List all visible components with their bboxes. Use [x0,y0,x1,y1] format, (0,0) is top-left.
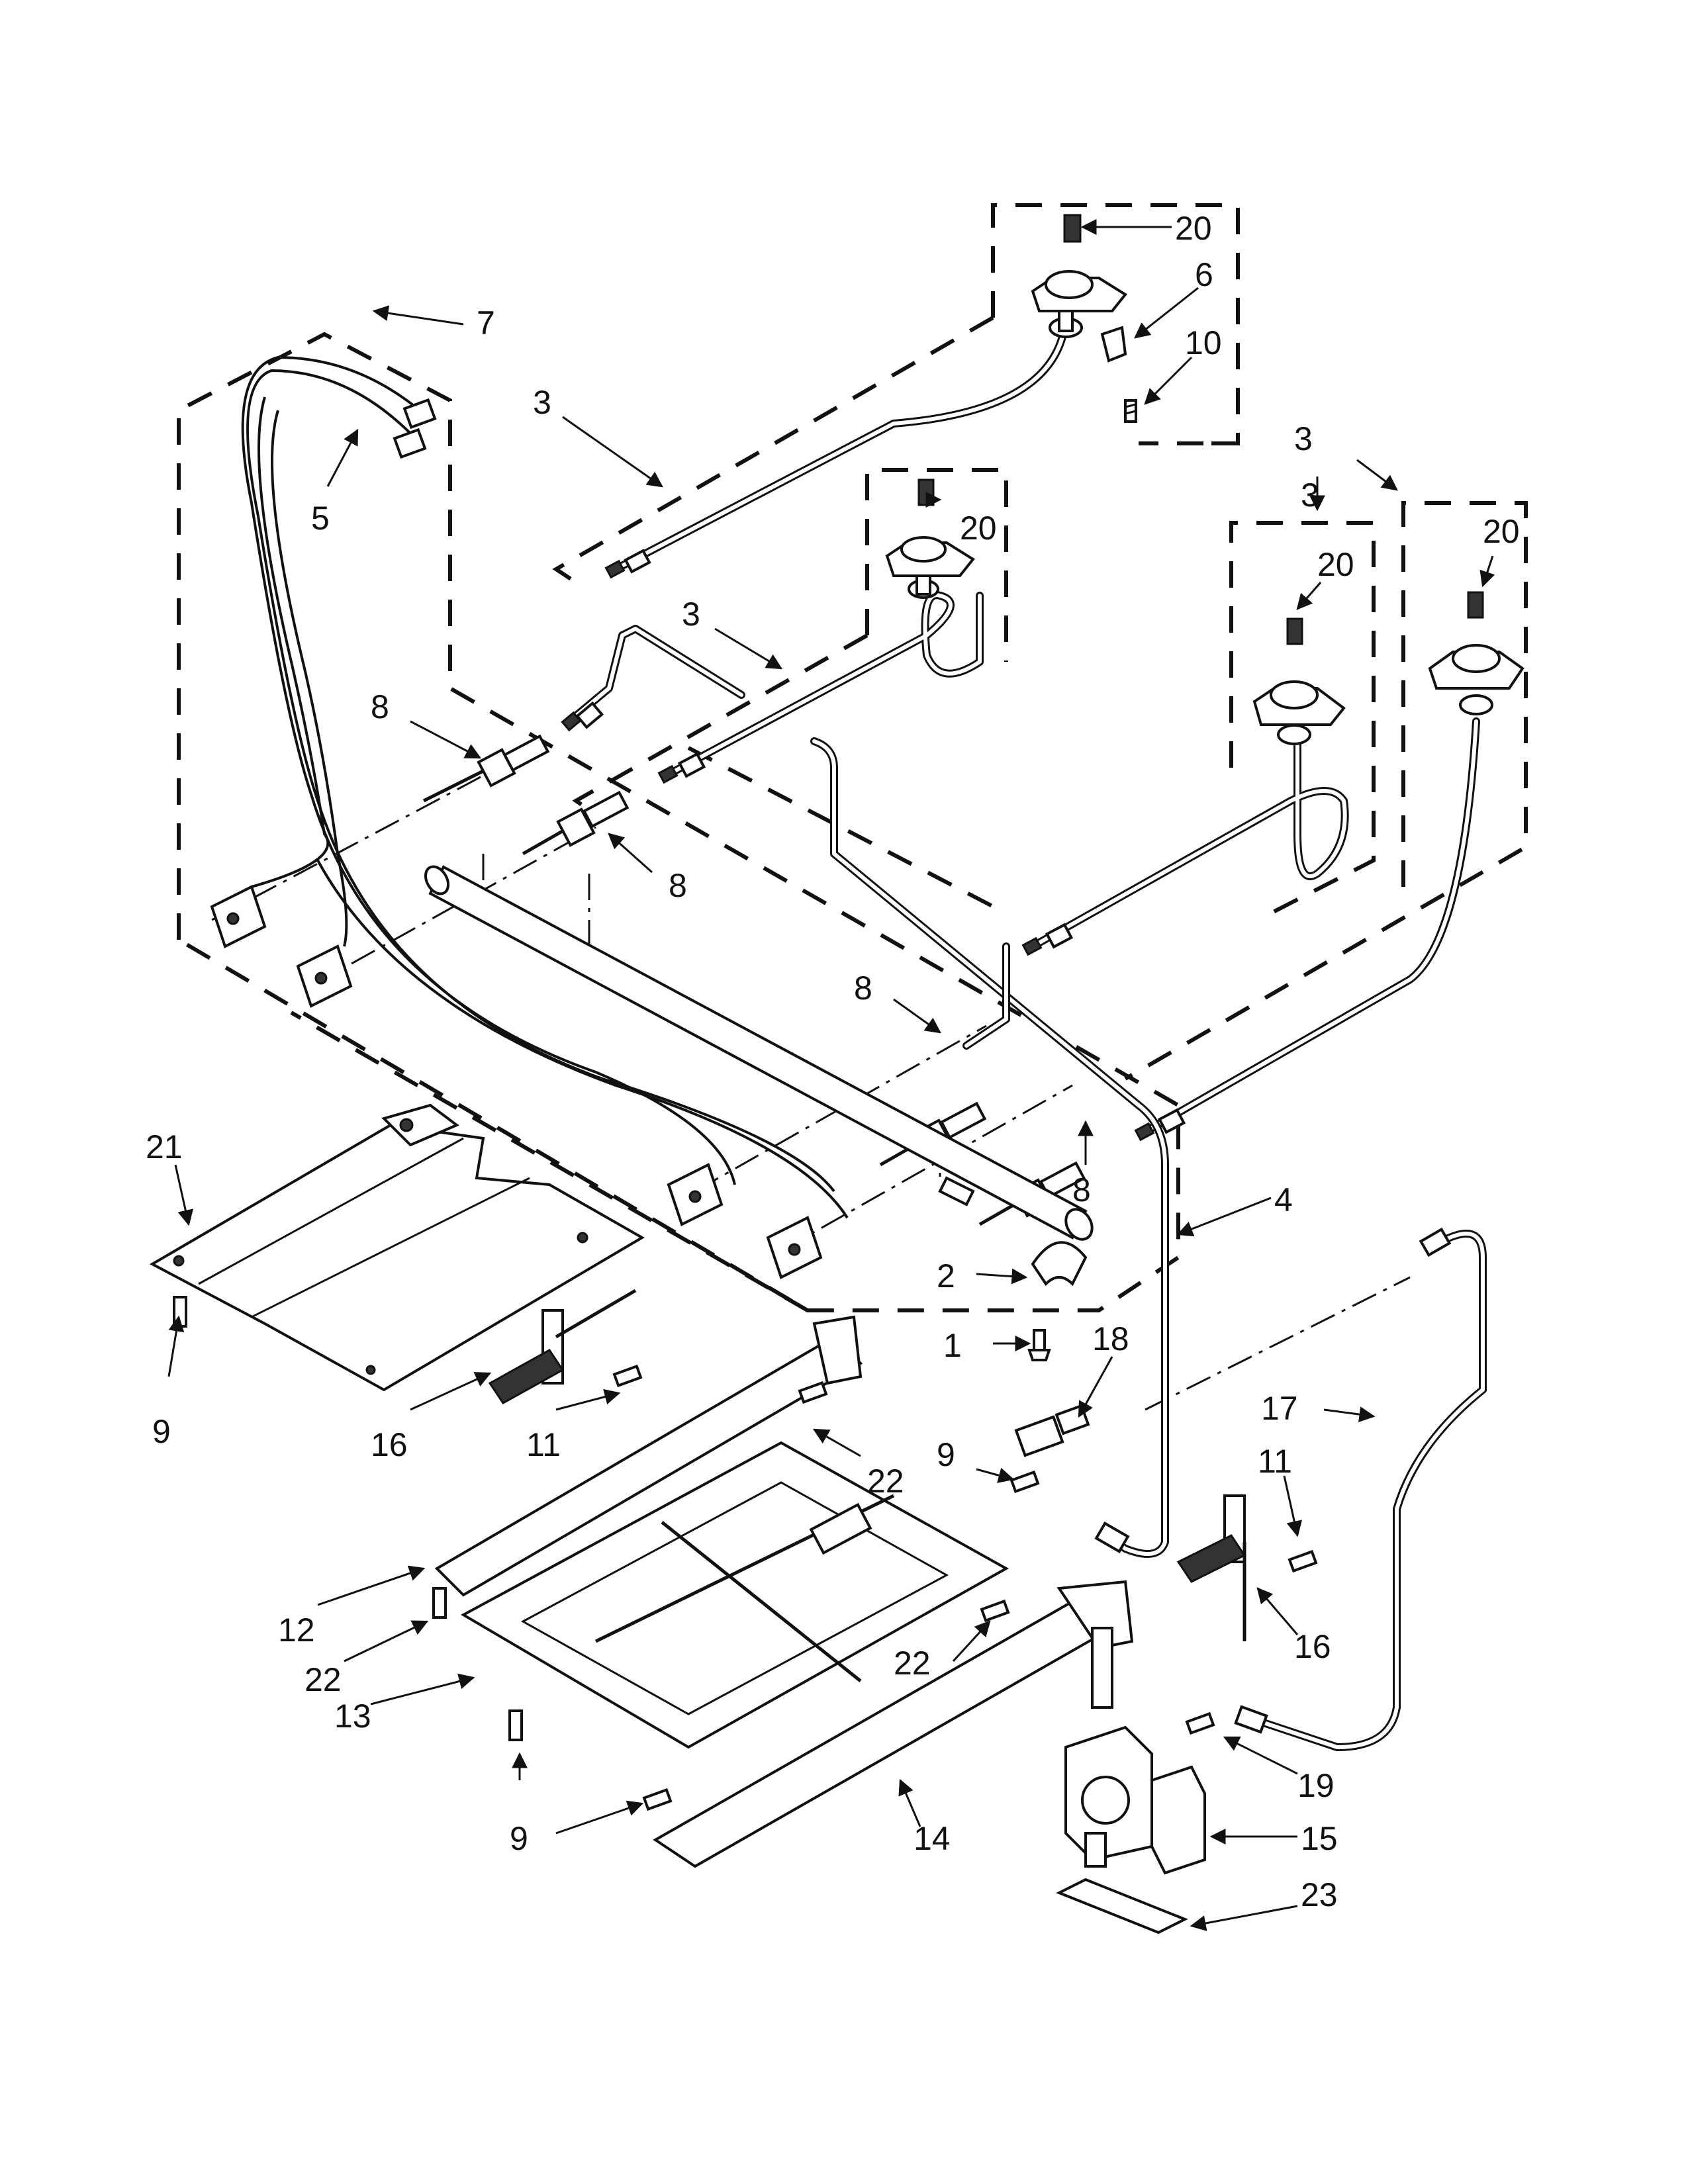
callout-19: 19 [1297,1767,1335,1804]
burner-tube-12 [434,1315,863,1597]
orifice-18 [1014,1404,1090,1457]
tube-fittings [561,549,1452,1734]
clamp-2 [1031,1241,1088,1287]
callout-20: 20 [1483,513,1520,550]
callout-13: 13 [334,1698,371,1735]
callout-22: 22 [894,1645,931,1682]
callout-8: 8 [371,688,389,725]
callout-7: 7 [477,304,495,341]
callout-3: 3 [1301,477,1319,514]
callout-11: 11 [1258,1443,1292,1480]
callout-12: 12 [278,1612,315,1649]
rating-label-23 [1056,1878,1188,1934]
callout-18: 18 [1092,1320,1129,1357]
wire-harness [241,355,849,1219]
callout-17: 17 [1261,1390,1298,1427]
callout-4: 4 [1274,1181,1293,1218]
burner-shield [149,1103,645,1392]
pressure-regulator [1064,1627,1206,1875]
callout-22: 22 [305,1661,342,1698]
callout-20: 20 [960,510,997,547]
manifold-pipe [424,865,1094,1241]
callout-20: 20 [1317,546,1354,583]
screw-1 [1027,1329,1051,1361]
gas-tubes [565,314,1487,1751]
callout-9: 9 [937,1436,955,1473]
harness-terminals [210,885,823,1279]
callout-16: 16 [1294,1628,1331,1665]
callout-2: 2 [937,1257,955,1295]
valve-top [1031,214,1127,363]
valve-middle [885,478,975,599]
valve-right-2 [1428,591,1524,715]
callout-23: 23 [1301,1876,1338,1913]
callout-16: 16 [371,1426,408,1463]
callout-11: 11 [526,1426,561,1463]
callout-21: 21 [146,1128,183,1165]
callout-3: 3 [533,384,551,421]
callout-8: 8 [854,970,872,1007]
callout-3: 3 [1294,420,1313,457]
callout-14: 14 [914,1820,951,1857]
callout-8: 8 [1072,1171,1091,1208]
callout-9: 9 [152,1413,171,1450]
callout-1: 1 [943,1327,962,1364]
burner-tube-14 [653,1580,1134,1868]
callout-22: 22 [867,1463,904,1500]
leader-arrows [167,219,1495,1931]
baffle-plate-13 [460,1441,1009,1749]
dashed-outlines [177,203,1528,1312]
callout-labels: 20 6 10 7 3 5 20 3 3 3 20 20 8 8 8 8 4 2… [146,210,1520,1913]
callout-8: 8 [669,867,687,904]
callout-3: 3 [682,596,700,633]
callout-20: 20 [1175,210,1212,247]
callout-6: 6 [1195,256,1213,293]
callout-5: 5 [311,500,330,537]
screw-10 [1124,399,1137,423]
callout-9: 9 [510,1820,528,1857]
callout-15: 15 [1301,1820,1338,1857]
orifice-holder-right [1176,1494,1246,1641]
valve-right-1 [1252,617,1346,745]
orifice-holder-left [488,1289,637,1404]
callout-10: 10 [1185,324,1222,361]
